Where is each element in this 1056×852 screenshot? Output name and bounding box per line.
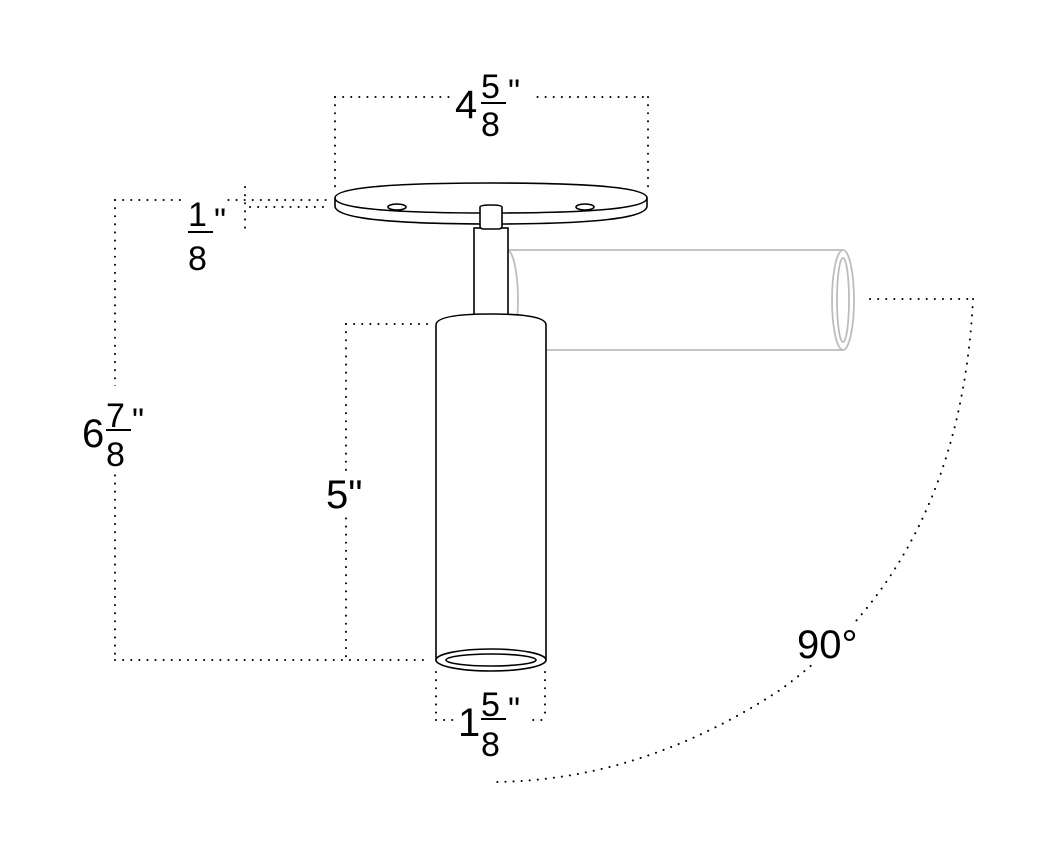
rotated-cylinder-ghost	[495, 249, 855, 351]
rotation-angle-label: 90°	[796, 622, 866, 667]
svg-text:8: 8	[188, 240, 207, 278]
canopy-thickness-label: 1 8 "	[184, 188, 226, 278]
svg-text:5: 5	[481, 68, 500, 106]
svg-text:4: 4	[455, 83, 477, 127]
svg-text:7: 7	[106, 397, 125, 435]
cylinder-diameter-label: 1 5 8 "	[456, 680, 528, 766]
cylinder-length-dimension-lines	[345, 323, 431, 661]
cylinder-length-label: 5"	[324, 472, 376, 517]
svg-text:5: 5	[481, 686, 500, 724]
overall-height-label: 6 7 8 "	[80, 386, 152, 474]
svg-text:90°: 90°	[797, 623, 858, 667]
main-cylinder	[435, 313, 547, 672]
overall-height-dimension-lines	[114, 199, 431, 661]
svg-text:8: 8	[481, 106, 500, 144]
canopy-thickness-dimension-lines	[114, 186, 331, 234]
svg-text:": "	[132, 402, 144, 440]
canopy-plate	[334, 182, 648, 225]
svg-text:1: 1	[188, 196, 207, 234]
svg-text:": "	[508, 691, 520, 729]
svg-text:": "	[214, 202, 226, 240]
canopy-width-label: 4 5 8 "	[452, 68, 534, 144]
svg-text:5": 5"	[326, 473, 362, 517]
cylinder-diameter-dimension-lines	[435, 671, 546, 721]
canopy-width-dimension-lines	[334, 96, 649, 191]
svg-text:8: 8	[106, 436, 125, 474]
svg-text:6: 6	[82, 412, 104, 456]
svg-text:": "	[508, 73, 520, 111]
svg-text:8: 8	[481, 726, 500, 764]
rotation-arc-dimension-lines	[489, 298, 974, 783]
svg-text:1: 1	[458, 701, 480, 745]
